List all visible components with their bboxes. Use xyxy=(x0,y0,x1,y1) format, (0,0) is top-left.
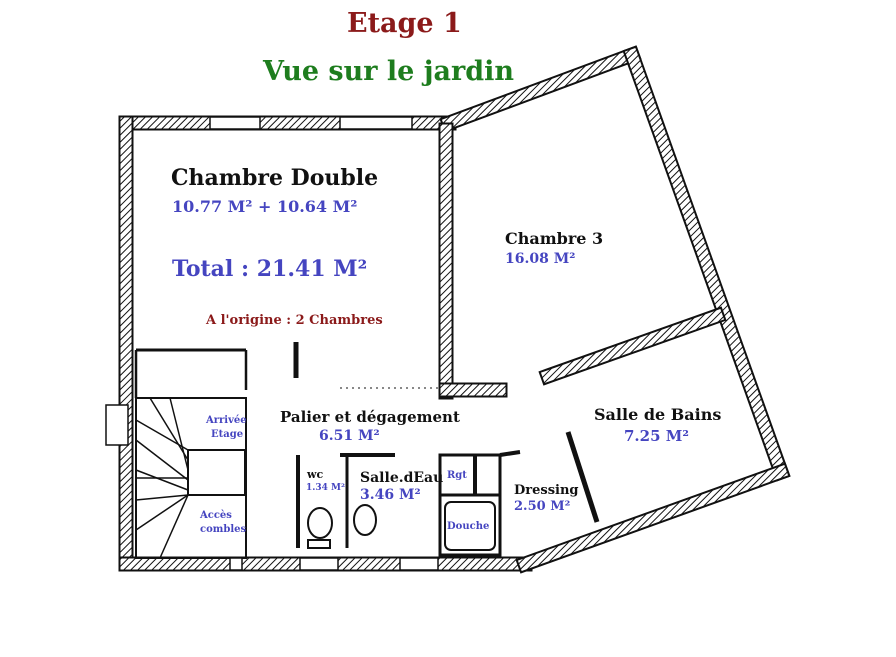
room-dressing-name: Dressing xyxy=(514,483,579,498)
room-palier-area: 6.51 M² xyxy=(319,428,380,444)
room-chambre-double-area: 10.77 M² + 10.64 M² xyxy=(172,197,358,216)
label-arrivee: Arrivée xyxy=(206,415,247,426)
shower-icon xyxy=(444,501,496,551)
wall xyxy=(441,47,640,131)
window xyxy=(399,557,439,571)
label-etage: Etage xyxy=(211,429,244,440)
room-douche-name: Douche xyxy=(447,521,490,532)
window xyxy=(229,557,243,571)
room-wc-area: 1.34 M² xyxy=(306,483,345,493)
plan-title: Etage 1 xyxy=(347,8,462,39)
room-dressing-area: 2.50 M² xyxy=(514,499,571,514)
room-chambre3-area: 16.08 M² xyxy=(505,251,576,267)
wall xyxy=(540,308,725,384)
toilet-icon xyxy=(307,507,333,539)
room-salle-eau-name: Salle.dEau xyxy=(360,470,444,486)
wall xyxy=(517,464,789,572)
room-salle-bains-name: Salle de Bains xyxy=(594,405,722,424)
room-chambre-double-note: A l'origine : 2 Chambres xyxy=(206,313,383,328)
room-chambre-double-name: Chambre Double xyxy=(171,165,379,191)
label-acces: Accès xyxy=(200,510,232,521)
room-salle-eau-area: 3.46 M² xyxy=(360,487,421,503)
label-combles: combles xyxy=(200,524,247,535)
room-palier-name: Palier et dégagement xyxy=(280,408,460,426)
plan-subtitle: Vue sur le jardin xyxy=(263,56,514,87)
window xyxy=(209,116,261,130)
window xyxy=(105,404,129,446)
room-chambre3-name: Chambre 3 xyxy=(505,229,604,248)
window xyxy=(339,116,413,130)
wall xyxy=(624,47,789,480)
window xyxy=(299,557,339,571)
room-chambre-double-total: Total : 21.41 M² xyxy=(172,256,368,282)
sink-icon xyxy=(353,504,377,536)
room-rgt-name: Rgt xyxy=(447,470,467,481)
staircase xyxy=(134,348,248,559)
room-salle-bains-area: 7.25 M² xyxy=(624,427,689,445)
room-wc-name: wc xyxy=(307,468,324,481)
